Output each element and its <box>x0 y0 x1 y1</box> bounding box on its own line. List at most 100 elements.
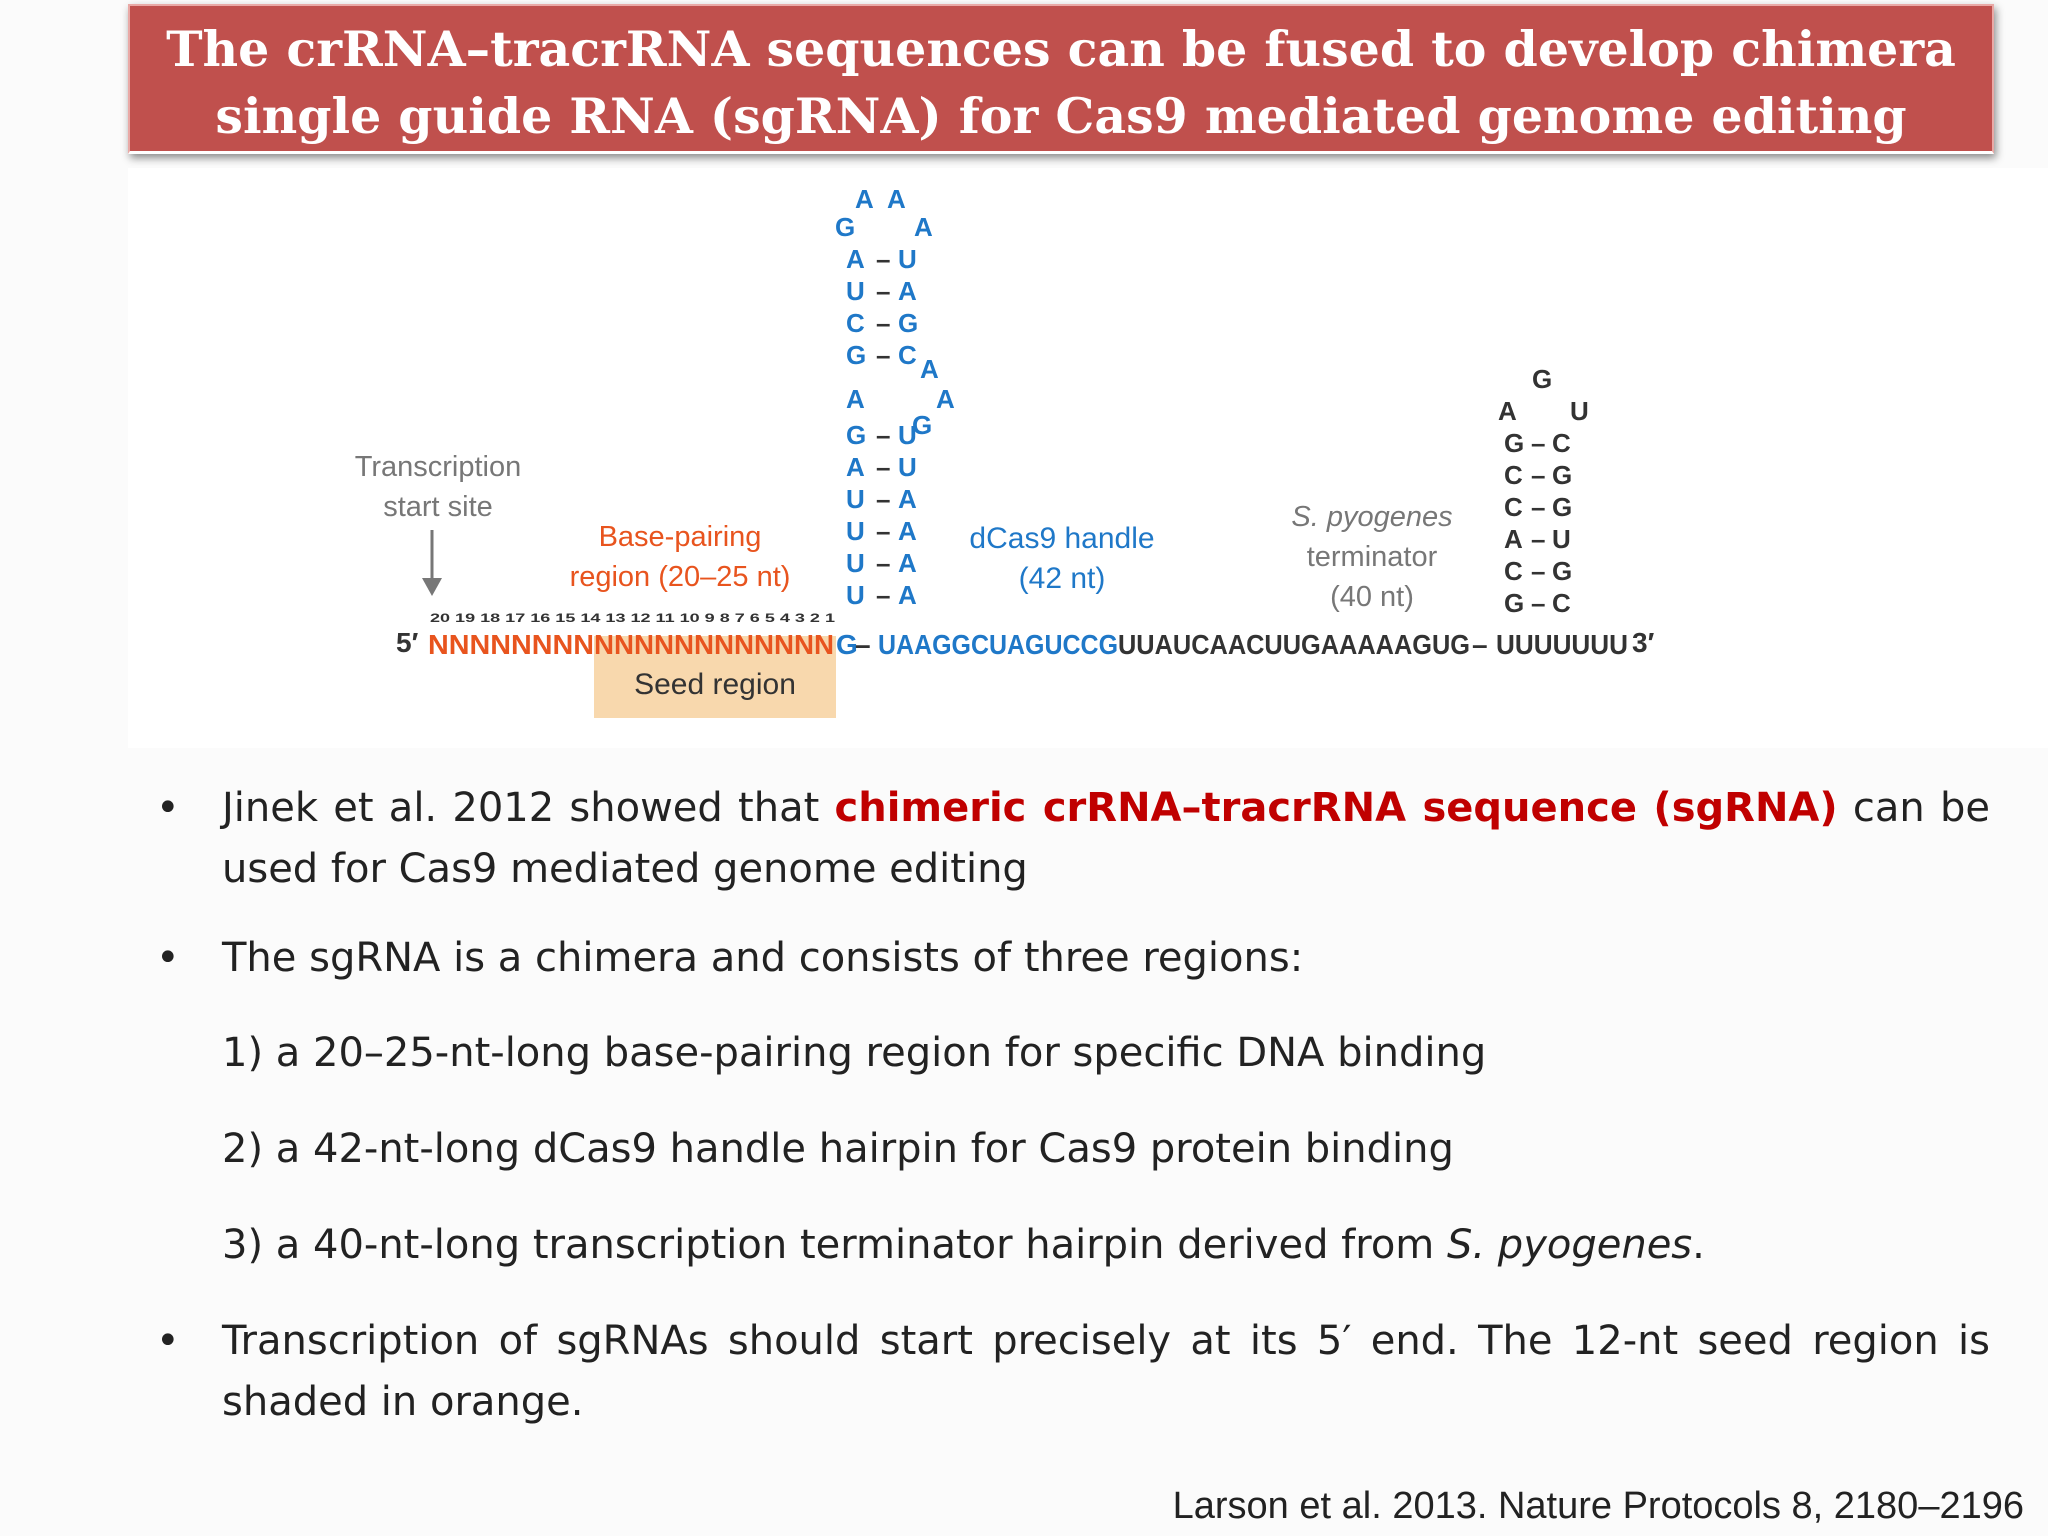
terminator-label-line3: (40 nt) <box>1330 581 1414 613</box>
bullet-item-regions: • The sgRNA is a chimera and consists of… <box>150 928 1990 989</box>
sequence-dash-1: – <box>855 629 871 660</box>
svg-text:–: – <box>876 548 890 578</box>
svg-text:A: A <box>846 452 865 482</box>
sequence-n-seed: NNNNNNNNNNNN <box>594 629 834 660</box>
svg-text:G: G <box>1504 428 1524 458</box>
svg-text:–: – <box>876 580 890 610</box>
svg-text:–: – <box>1531 460 1545 490</box>
tss-arrow-head-icon <box>422 578 442 596</box>
bullet-item-transcription: • Transcription of sgRNAs should start p… <box>150 1311 1990 1433</box>
position-numbers: 20 19 18 17 16 15 14 13 12 11 10 9 8 7 6… <box>430 611 835 625</box>
svg-text:C: C <box>1504 492 1523 522</box>
svg-text:–: – <box>876 420 890 450</box>
svg-text:G: G <box>846 340 866 370</box>
svg-text:U: U <box>846 580 865 610</box>
svg-text:U: U <box>1552 524 1571 554</box>
dcas9-handle-label-line2: (42 nt) <box>1019 562 1106 595</box>
svg-text:G: G <box>1504 588 1524 618</box>
svg-text:U: U <box>898 420 917 450</box>
svg-text:A: A <box>898 516 917 546</box>
svg-text:G: G <box>1532 364 1552 394</box>
svg-text:A: A <box>855 184 874 214</box>
bullet-item-jinek: • Jinek et al. 2012 showed that chimeric… <box>150 778 1990 900</box>
svg-text:C: C <box>1552 588 1571 618</box>
svg-text:G: G <box>912 410 932 440</box>
svg-text:U: U <box>846 484 865 514</box>
svg-text:–: – <box>876 516 890 546</box>
svg-text:C: C <box>1504 460 1523 490</box>
svg-text:C: C <box>1552 428 1571 458</box>
svg-text:G: G <box>835 212 855 242</box>
svg-text:A: A <box>1498 396 1517 426</box>
svg-text:–: – <box>1531 428 1545 458</box>
sequence-g: G <box>836 629 858 660</box>
region-3-text-pre: 3) a 40-nt-long transcription terminator… <box>222 1222 1447 1268</box>
bullet-3-text: Transcription of sgRNAs should start pre… <box>222 1318 1990 1425</box>
svg-text:A: A <box>914 212 933 242</box>
svg-text:G: G <box>1552 460 1572 490</box>
svg-text:A: A <box>898 276 917 306</box>
svg-text:A: A <box>936 384 955 414</box>
svg-text:C: C <box>1504 556 1523 586</box>
seed-region-label: Seed region <box>634 668 796 701</box>
sgrna-diagram: Seed region Transcription start site Bas… <box>128 168 2048 748</box>
bullet-list: • Jinek et al. 2012 showed that chimeric… <box>150 778 1990 1433</box>
bullet-dot-icon: • <box>156 935 180 981</box>
region-item-2: 2) a 42-nt-long dCas9 handle hairpin for… <box>222 1126 1454 1172</box>
svg-text:U: U <box>898 452 917 482</box>
svg-text:–: – <box>876 452 890 482</box>
svg-text:U: U <box>846 276 865 306</box>
svg-text:U: U <box>898 244 917 274</box>
citation: Larson et al. 2013. Nature Protocols 8, … <box>1172 1485 2024 1527</box>
title-banner: The crRNA–tracrRNA sequences can be fuse… <box>128 4 1994 154</box>
seed-region-shade <box>594 636 836 718</box>
sequence-dash-2: – <box>1472 629 1488 660</box>
svg-text:–: – <box>876 308 890 338</box>
svg-text:U: U <box>846 548 865 578</box>
bullet-dot-icon: • <box>156 1318 180 1364</box>
terminator-label-line1: S. pyogenes <box>1291 501 1452 533</box>
svg-text:A: A <box>846 244 865 274</box>
tss-label-line1: Transcription <box>355 451 522 483</box>
tss-label-line2: start site <box>383 491 493 523</box>
svg-text:A: A <box>1504 524 1523 554</box>
svg-text:A: A <box>846 384 865 414</box>
svg-text:C: C <box>846 308 865 338</box>
svg-text:A: A <box>887 184 906 214</box>
five-prime-label: 5′ <box>396 627 419 658</box>
svg-text:–: – <box>876 484 890 514</box>
base-pairing-label-line1: Base-pairing <box>599 521 762 553</box>
base-pairing-label-line2: region (20–25 nt) <box>570 561 791 593</box>
sgrna-structure-figure: Seed region Transcription start site Bas… <box>355 184 1655 718</box>
svg-text:–: – <box>1531 588 1545 618</box>
svg-text:–: – <box>1531 492 1545 522</box>
svg-text:A: A <box>920 354 939 384</box>
sequence-poly-u-tail: UUUUUUU <box>1496 629 1628 660</box>
svg-text:G: G <box>1552 556 1572 586</box>
svg-text:U: U <box>846 516 865 546</box>
svg-text:A: A <box>898 548 917 578</box>
svg-text:G: G <box>1552 492 1572 522</box>
svg-text:G: G <box>898 308 918 338</box>
three-prime-label: 3′ <box>1632 627 1655 658</box>
terminator-label-line2: terminator <box>1307 541 1438 573</box>
svg-text:–: – <box>876 276 890 306</box>
bullet-dot-icon: • <box>156 785 180 831</box>
region-item-3: 3) a 40-nt-long transcription terminator… <box>150 1215 1990 1276</box>
region-item-1: 1) a 20–25-nt-long base-pairing region f… <box>222 1030 1487 1076</box>
bullet-2-text: The sgRNA is a chimera and consists of t… <box>222 935 1304 981</box>
sequence-linker: UUAUCAACUUGAAAAAGUG <box>1118 629 1470 660</box>
svg-text:C: C <box>898 340 917 370</box>
bullet-1-text-pre: Jinek et al. 2012 showed that <box>222 785 835 831</box>
svg-text:G: G <box>846 420 866 450</box>
region-3-species: S. pyogenes <box>1446 1222 1693 1268</box>
svg-text:A: A <box>898 484 917 514</box>
svg-text:–: – <box>876 340 890 370</box>
svg-text:A: A <box>898 580 917 610</box>
svg-text:–: – <box>876 244 890 274</box>
svg-text:–: – <box>1531 524 1545 554</box>
region-3-text-post: . <box>1692 1222 1705 1268</box>
dcas9-handle-label-line1: dCas9 handle <box>969 522 1154 555</box>
